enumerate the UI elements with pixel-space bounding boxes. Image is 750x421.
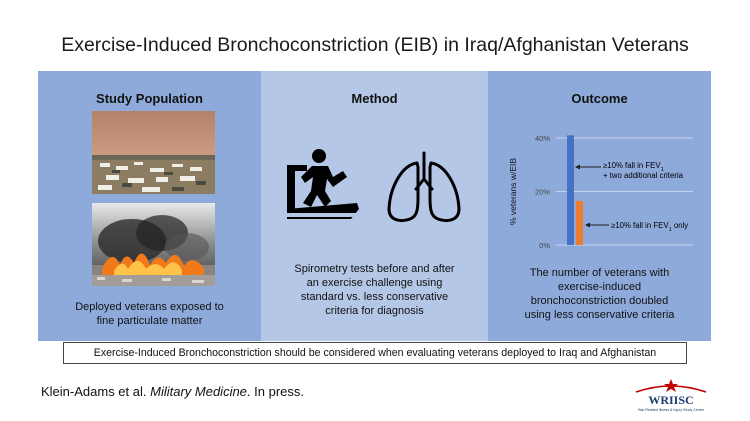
burn-pit-fire-photo	[92, 203, 215, 286]
method-heading: Method	[351, 91, 398, 106]
citation-status: . In press.	[246, 384, 304, 399]
bar	[567, 135, 574, 245]
citation: Klein-Adams et al. Military Medicine. In…	[41, 384, 304, 399]
caption-line: Spirometry tests before and after	[294, 263, 455, 275]
annotation-arrowhead	[585, 222, 590, 228]
page-title: Exercise-Induced Bronchoconstriction (EI…	[61, 34, 689, 56]
series-1-label-line2: + two additional criteria	[603, 171, 684, 180]
y-axis-label: % veterans w/EIB	[508, 158, 518, 225]
outcome-caption: The number of veterans with exercise-ind…	[488, 266, 711, 322]
bar	[576, 200, 583, 245]
y-tick-label: 40%	[535, 134, 550, 143]
star-icon	[664, 379, 678, 392]
caption-line: The number of veterans with	[529, 267, 670, 279]
lungs-icon	[387, 151, 461, 223]
outcome-panel: Outcome 0% 20% 40% % veterans w/EIB ≥10% fal…	[488, 71, 711, 341]
caption-line: an exercise challenge using	[306, 277, 443, 289]
conclusion-banner: Exercise-Induced Bronchoconstriction sho…	[63, 342, 687, 364]
logo-name: WRIISC	[648, 393, 693, 407]
method-panel: Method Spirometry tests before and after…	[261, 71, 488, 341]
dust-storm-camp-photo	[92, 111, 215, 194]
caption-line: fine particulate matter	[96, 315, 203, 327]
caption-line: Deployed veterans exposed to	[75, 301, 224, 313]
citation-journal: Military Medicine	[150, 384, 247, 399]
eib-bar-chart: 0% 20% 40% % veterans w/EIB ≥10% fall in FEV…	[508, 134, 693, 250]
caption-line: using less conservative criteria	[524, 309, 675, 321]
annotation-arrowhead	[575, 164, 580, 170]
logo-tagline: War Related Illness & Injury Study Cente…	[638, 408, 705, 412]
wriisc-logo: WRIISC War Related Illness & Injury Stud…	[635, 379, 707, 412]
treadmill-runner-icon	[287, 149, 359, 219]
caption-line: bronchoconstriction doubled	[530, 295, 669, 307]
study-population-caption: Deployed veterans exposed to fine partic…	[38, 300, 261, 328]
study-population-panel: Study Population	[38, 71, 261, 341]
y-tick-label: 0%	[539, 241, 550, 250]
caption-line: standard vs. less conservative	[300, 291, 449, 303]
study-population-heading: Study Population	[96, 91, 203, 106]
method-caption: Spirometry tests before and after an exe…	[261, 262, 488, 318]
y-tick-label: 20%	[535, 188, 550, 197]
caption-line: criteria for diagnosis	[325, 305, 424, 317]
caption-line: exercise-induced	[557, 281, 642, 293]
series-2-label: ≥10% fall in FEV1 only	[611, 221, 688, 233]
citation-authors: Klein-Adams et al.	[41, 384, 151, 399]
outcome-heading: Outcome	[571, 91, 628, 106]
series-1-label: ≥10% fall in FEV1	[603, 161, 664, 173]
